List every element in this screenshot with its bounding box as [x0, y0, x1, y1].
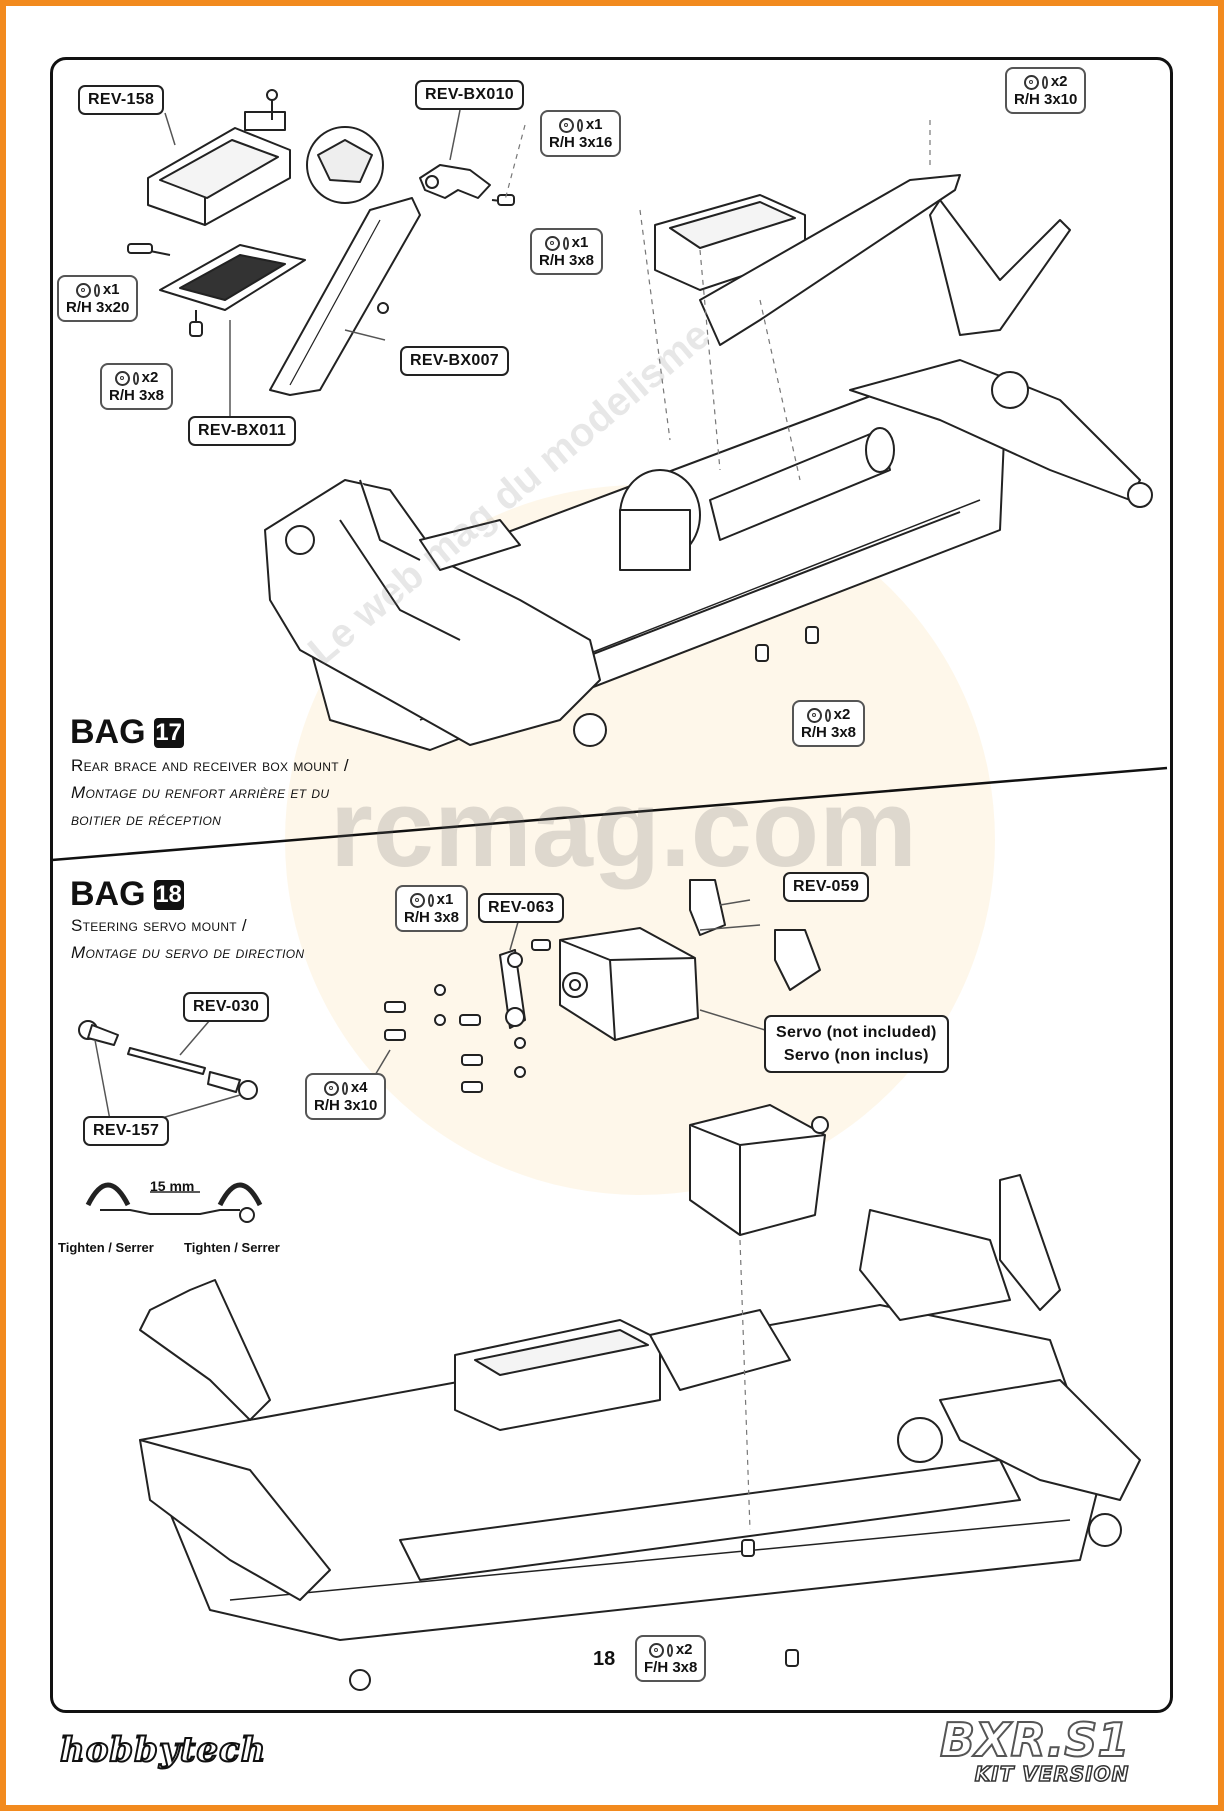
bag17-number: 17 [153, 717, 184, 748]
part-label-rev-bx011: REV-BX011 [188, 416, 297, 446]
bag17-heading: BAG 17 [70, 713, 184, 752]
servo-drawing [559, 927, 699, 1041]
page-number: 18 [593, 1648, 616, 1670]
servo-note-fr: Servo (non inclus) [783, 1047, 929, 1064]
bracket-drawing [419, 164, 515, 206]
hardware-r-h-3x8-x1: x1 R/H 3x8 [530, 228, 604, 275]
servo-screws-drawing [384, 984, 526, 1093]
hardware-r-h-3x16-x1: x1 R/H 3x16 [540, 110, 622, 157]
chassis-drawing-bag17 [264, 174, 1153, 751]
servo-horn-drawing [499, 939, 551, 1029]
product-edition: KIT VERSION [974, 1761, 1130, 1787]
bag18-description-en: Steering servo mount / [71, 916, 247, 935]
hardware-r-h-3x8-x2-left: x2 R/H 3x8 [100, 363, 174, 410]
receiver-tray-drawing [127, 243, 306, 337]
bag18-description-fr: Montage du servo de direction [71, 943, 305, 962]
watermark-site: rcmag.com [330, 767, 917, 890]
bag18-number: 18 [153, 879, 184, 910]
screw-icon [824, 708, 831, 722]
product-model: BXR.S1 [939, 1713, 1130, 1767]
part-label-rev-030: REV-030 [183, 992, 270, 1022]
part-label-rev-063: REV-063 [478, 893, 565, 923]
screw-icon [1041, 75, 1048, 89]
washer-icon [806, 707, 822, 723]
hardware-r-h-3x8-x1-servo: x1 R/H 3x8 [395, 885, 469, 932]
hardware-r-h-3x8-x2-chassis: x2 R/H 3x8 [792, 700, 866, 747]
chassis-drawing-bag18 [139, 1174, 1141, 1691]
screw-icon [93, 283, 100, 297]
turnbuckle-length: 15 mm [150, 1178, 195, 1194]
dashed-guides [504, 120, 931, 1531]
bag17-description-en: Rear brace and receiver box mount / [71, 756, 349, 775]
bag17-description-fr-2: boitier de réception [71, 810, 222, 829]
servo-note-en: Servo (not included) [776, 1024, 937, 1041]
washer-icon [1023, 74, 1039, 90]
part-label-rev-059: REV-059 [783, 872, 870, 902]
screw-icon [427, 893, 434, 907]
bag18-description: Steering servo mount / Montage du servo … [71, 912, 304, 966]
part-label-rev-157: REV-157 [83, 1116, 170, 1146]
tighten-left-label: Tighten / Serrer [58, 1240, 154, 1255]
bag17-title: BAG [70, 713, 146, 751]
tighten-right-label: Tighten / Serrer [184, 1240, 280, 1255]
bag17-description: Rear brace and receiver box mount / Mont… [71, 752, 349, 833]
washer-icon [558, 117, 574, 133]
rear-brace-drawing [269, 197, 421, 396]
washer-icon [323, 1080, 339, 1096]
washer-icon [409, 892, 425, 908]
washer-icon [544, 235, 560, 251]
receiver-box-drawing [147, 89, 291, 226]
part-label-rev-158: REV-158 [78, 85, 165, 115]
bag17-description-fr-1: Montage du renfort arrière et du [71, 783, 330, 802]
screw-icon [562, 236, 569, 250]
hardware-r-h-3x10-x2: x2 R/H 3x10 [1005, 67, 1087, 114]
servo-installed-drawing [689, 1104, 829, 1236]
turnbuckle-drawing [78, 1020, 258, 1100]
hardware-r-h-3x20-x1: x1 R/H 3x20 [57, 275, 139, 322]
servo-note: Servo (not included) Servo (non inclus) [764, 1015, 949, 1073]
screw-icon [132, 371, 139, 385]
instruction-panel [50, 57, 1173, 1713]
part-label-rev-bx010: REV-BX010 [415, 80, 524, 110]
bag18-title: BAG [70, 875, 146, 913]
washer-icon [114, 370, 130, 386]
hardware-f-h-3x8-x2: x2 F/H 3x8 [635, 1635, 707, 1682]
turnbuckle-measure-drawing [85, 1182, 263, 1223]
screw-icon [666, 1643, 673, 1657]
washer-icon [75, 282, 91, 298]
screw-icon [576, 118, 583, 132]
screw-icon [341, 1081, 348, 1095]
servo-mounts-drawing [689, 879, 821, 991]
section-divider [51, 766, 1168, 862]
bag18-heading: BAG 18 [70, 875, 184, 914]
product-logo: BXR.S1 KIT VERSION [939, 1713, 1130, 1787]
part-label-rev-bx007: REV-BX007 [400, 346, 509, 376]
washer-icon [648, 1642, 664, 1658]
hardware-r-h-3x10-x4: x4 R/H 3x10 [305, 1073, 387, 1120]
hobbytech-logo: hobbytech [59, 1729, 267, 1771]
